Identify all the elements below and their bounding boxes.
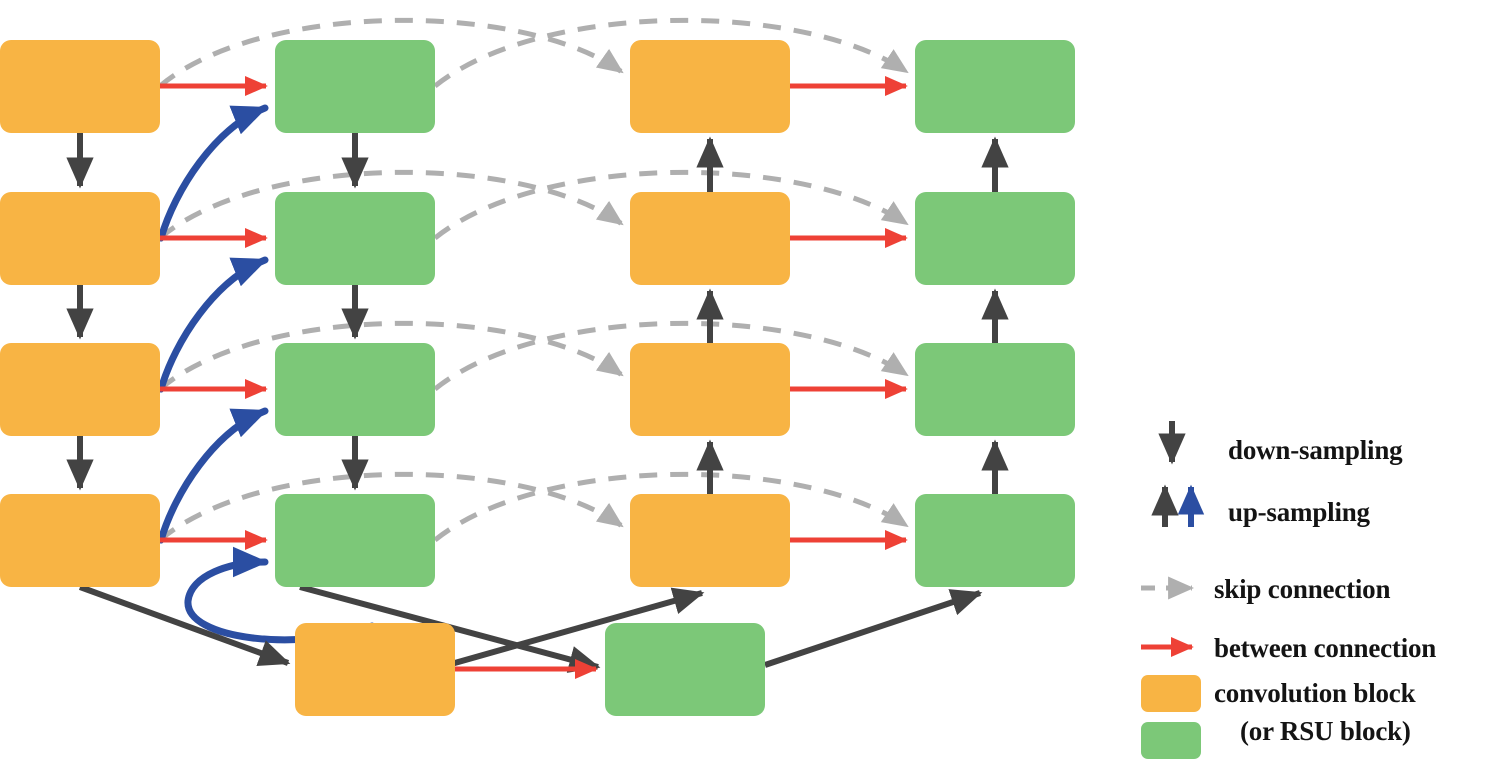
convolution-block-c3-r4[interactable] <box>630 494 790 587</box>
up-sampling-col3-bottom-r4 <box>429 587 705 673</box>
convolution-block-c3-r3[interactable] <box>630 343 790 436</box>
legend-label-down-sampling: down-sampling <box>1228 435 1403 465</box>
rsu-block-c2-r4[interactable] <box>275 494 435 587</box>
up-sampling-blue-r3-to-r2 <box>157 256 269 393</box>
skip-connections-group <box>158 17 909 542</box>
convolution-block-c1-r2[interactable] <box>0 192 160 285</box>
legend-label-between-connection: between connection <box>1214 633 1437 663</box>
rsu-block-c4-r3[interactable] <box>915 343 1075 436</box>
rsu-block-bottom[interactable] <box>605 623 765 716</box>
legend-label-skip-connection: skip connection <box>1214 574 1391 604</box>
up-sampling-col4-bottom-r4 <box>764 589 983 668</box>
rsu-block-c4-r2[interactable] <box>915 192 1075 285</box>
rsu-block-c2-r1[interactable] <box>275 40 435 133</box>
convolution-block-c1-r3[interactable] <box>0 343 160 436</box>
convolution-block-c1-r1[interactable] <box>0 40 160 133</box>
rsu-block-c4-r1[interactable] <box>915 40 1075 133</box>
rsu-block-c2-r2[interactable] <box>275 192 435 285</box>
convolution-block-c3-r2[interactable] <box>630 192 790 285</box>
between-connections-group <box>160 75 908 680</box>
convolution-block-c1-r4[interactable] <box>0 494 160 587</box>
convolution-block-bottom[interactable] <box>295 623 455 716</box>
up-sampling-blue-r4-to-r3 <box>157 407 269 544</box>
skip-connection-r1-b <box>433 17 909 88</box>
legend-label-up-sampling: up-sampling <box>1228 497 1370 527</box>
up-sampling-blue-r2-to-r1 <box>157 104 269 242</box>
blocks-group <box>0 40 1075 716</box>
up-sampling-dark-group <box>429 136 1009 673</box>
skip-connection-r3-b <box>433 320 909 391</box>
legend-label-rsu-block: (or RSU block) <box>1240 716 1411 746</box>
green-swatch-icon <box>1141 722 1201 759</box>
rsu-block-c4-r4[interactable] <box>915 494 1075 587</box>
convolution-block-c3-r1[interactable] <box>630 40 790 133</box>
legend-icons-group <box>1141 421 1205 759</box>
legend-label-convolution-block: convolution block <box>1214 678 1416 708</box>
down-sampling-r4-bottom <box>78 584 291 667</box>
orange-swatch-icon <box>1141 675 1201 712</box>
rsu-block-c2-r3[interactable] <box>275 343 435 436</box>
skip-connection-r2-b <box>433 169 909 240</box>
skip-connection-r4-b <box>433 471 909 542</box>
